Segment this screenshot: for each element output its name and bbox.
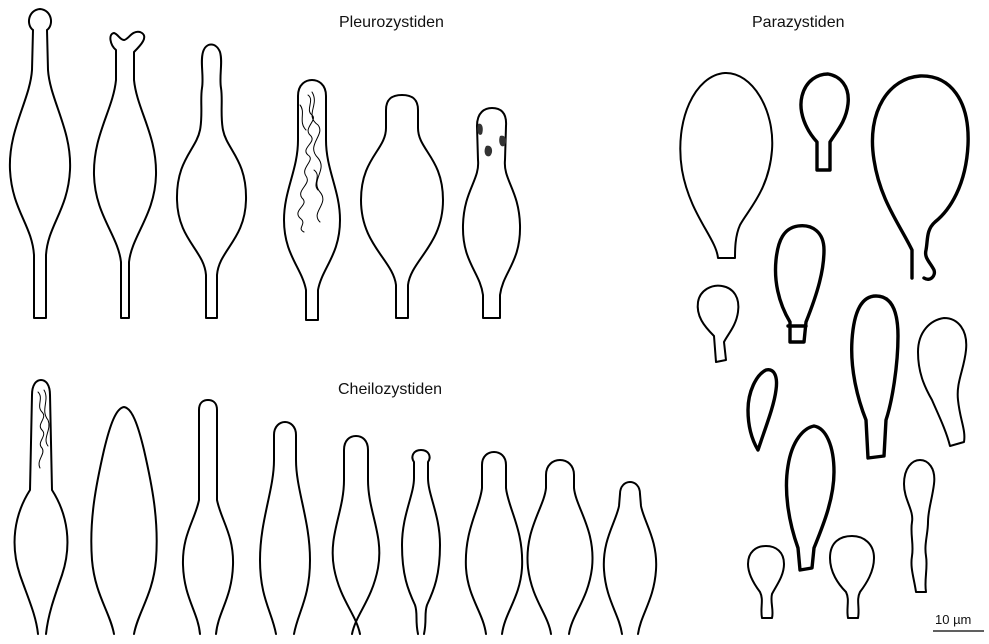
cheilocystidium-3 bbox=[183, 400, 233, 634]
pleurocystidium-5 bbox=[361, 95, 443, 318]
paracystidium-5 bbox=[698, 286, 739, 362]
cheilocystidium-2 bbox=[91, 407, 156, 634]
pleurocystidium-6-spot-3 bbox=[485, 146, 492, 157]
pleurocystidium-4-contents bbox=[298, 92, 323, 232]
cheilocystidia-group bbox=[15, 380, 657, 634]
cheilocystidium-5 bbox=[333, 436, 380, 634]
paracystidium-6 bbox=[852, 296, 898, 458]
cheilocystidium-6 bbox=[402, 450, 440, 634]
cheilocystidia-label: Cheilozystiden bbox=[338, 381, 442, 399]
cheilocystidium-1 bbox=[15, 380, 68, 634]
cheilocystidium-9 bbox=[604, 482, 656, 634]
pleurocystidium-6 bbox=[463, 108, 520, 318]
paracystidium-12 bbox=[830, 536, 874, 618]
paracystidium-10 bbox=[904, 460, 934, 592]
paracystidium-2 bbox=[801, 74, 848, 170]
paracystidium-7 bbox=[918, 318, 966, 446]
paracystidia-group bbox=[680, 73, 968, 618]
paracystidium-3 bbox=[872, 76, 968, 279]
cheilocystidium-8 bbox=[527, 460, 592, 634]
pleurocystidium-1 bbox=[10, 9, 70, 318]
paracystidium-9 bbox=[786, 426, 834, 570]
cheilocystidium-4 bbox=[260, 422, 310, 634]
pleurocystidium-3 bbox=[177, 45, 246, 319]
paracystidium-8 bbox=[748, 370, 777, 450]
paracystidia-label: Parazystiden bbox=[752, 14, 845, 32]
pleurocystidia-group bbox=[10, 9, 520, 320]
pleurocystidium-6-spot-1 bbox=[477, 124, 482, 135]
pleurocystidium-2 bbox=[94, 32, 156, 318]
pleurocystidia-label: Pleurozystiden bbox=[339, 14, 444, 32]
cheilocystidium-1-contents bbox=[38, 390, 49, 468]
paracystidium-1 bbox=[680, 73, 772, 258]
cheilocystidium-7 bbox=[466, 452, 522, 634]
scale-bar-label: 10 µm bbox=[935, 612, 971, 627]
paracystidium-11 bbox=[748, 546, 784, 618]
